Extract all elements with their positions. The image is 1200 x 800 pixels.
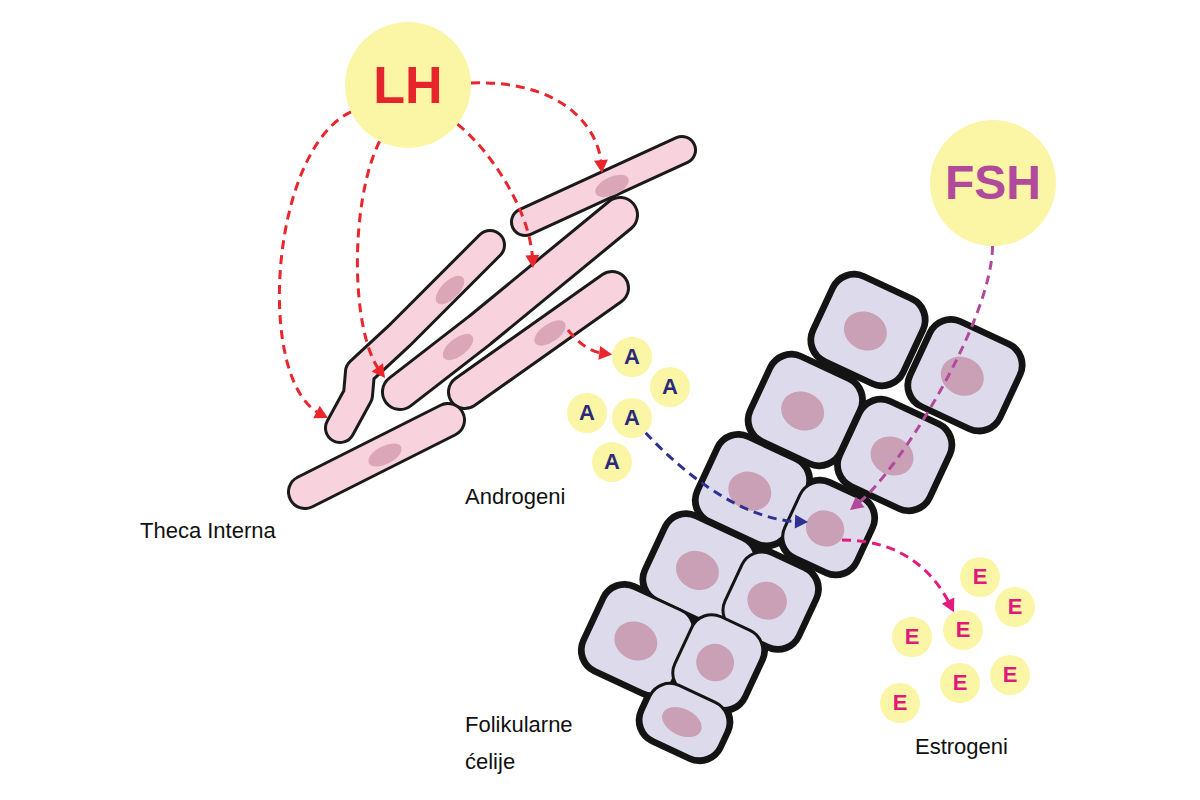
circle-label: E <box>893 692 908 714</box>
follicular-nucleus <box>837 304 893 357</box>
hormone-circle: E <box>960 557 1000 597</box>
circle-label: FSH <box>945 159 1041 207</box>
hormone-arrow <box>357 141 385 378</box>
theca-cell-body <box>305 420 448 492</box>
hormone-circle: E <box>990 655 1030 695</box>
follicular-nucleus <box>934 350 990 403</box>
hormone-circle: A <box>567 393 607 433</box>
group-label: Folikularne ćelije <box>465 706 595 781</box>
dashed-line <box>857 246 993 504</box>
follicular-cell <box>634 676 735 766</box>
follicular-nucleus <box>608 614 664 667</box>
follicular-cells <box>553 230 1034 800</box>
circle-label: E <box>973 566 988 588</box>
dashed-line <box>357 141 379 370</box>
follicular-nucleus <box>775 384 831 437</box>
circle-label: A <box>579 402 595 424</box>
hormone-arrow <box>842 540 954 612</box>
follicular-nucleus <box>690 638 740 688</box>
circle-label: E <box>956 619 971 641</box>
follicular-nucleus <box>741 575 793 626</box>
circle-label: A <box>604 451 620 473</box>
dashed-line <box>457 124 532 259</box>
theca-nucleus <box>365 439 405 471</box>
circle-label: LH <box>373 59 442 111</box>
circle-label: A <box>624 346 640 368</box>
hormone-arrow <box>568 330 612 360</box>
hormone-arrow <box>471 83 608 173</box>
hormone-circle: A <box>650 367 690 407</box>
hormone-circle: A <box>612 398 652 438</box>
hormone-arrow <box>279 112 351 418</box>
hormone-arrow <box>850 246 993 510</box>
follicular-nucleus <box>722 465 778 518</box>
arrow-head <box>598 346 612 360</box>
theca-cell-body <box>400 215 620 392</box>
hormone-circle: LH <box>345 22 471 148</box>
hormone-circle: FSH <box>930 120 1056 246</box>
hormone-circle: E <box>892 617 932 657</box>
arrow-head <box>795 515 808 529</box>
hormone-arrow <box>457 124 539 268</box>
arrow-head <box>372 363 385 378</box>
theca-nucleus <box>431 271 469 309</box>
theca-nucleus <box>530 315 570 350</box>
group-label: Theca Interna <box>140 512 715 549</box>
dashed-line <box>471 83 601 164</box>
circle-label: A <box>624 407 640 429</box>
circle-label: E <box>1008 596 1023 618</box>
theca-cell-outline <box>400 215 620 392</box>
dashed-line <box>568 330 603 353</box>
hormone-circle: E <box>995 587 1035 627</box>
dashed-line <box>279 112 351 414</box>
hormone-circle: E <box>880 683 920 723</box>
theca-nucleus <box>438 329 477 365</box>
follicular-nucleus <box>657 701 706 743</box>
hormone-circle: A <box>612 337 652 377</box>
circle-label: E <box>953 672 968 694</box>
theca-cell-body <box>465 288 612 392</box>
theca-cell-outline <box>305 420 448 492</box>
hormone-circle: E <box>943 610 983 650</box>
group-label: Estrogeni <box>915 734 1008 760</box>
dashed-line <box>842 540 950 604</box>
follicular-nucleus <box>864 429 920 482</box>
follicular-nucleus <box>800 504 850 553</box>
hormone-circle: A <box>592 442 632 482</box>
dashed-line <box>646 433 799 522</box>
circle-label: A <box>662 376 678 398</box>
circle-label: E <box>905 626 920 648</box>
hormone-circle: E <box>940 663 980 703</box>
hormone-arrow <box>646 433 808 529</box>
group-label: Androgeni <box>465 484 565 510</box>
follicular-nucleus <box>669 544 725 597</box>
circle-label: E <box>1003 664 1018 686</box>
theca-cell-outline <box>465 288 612 392</box>
